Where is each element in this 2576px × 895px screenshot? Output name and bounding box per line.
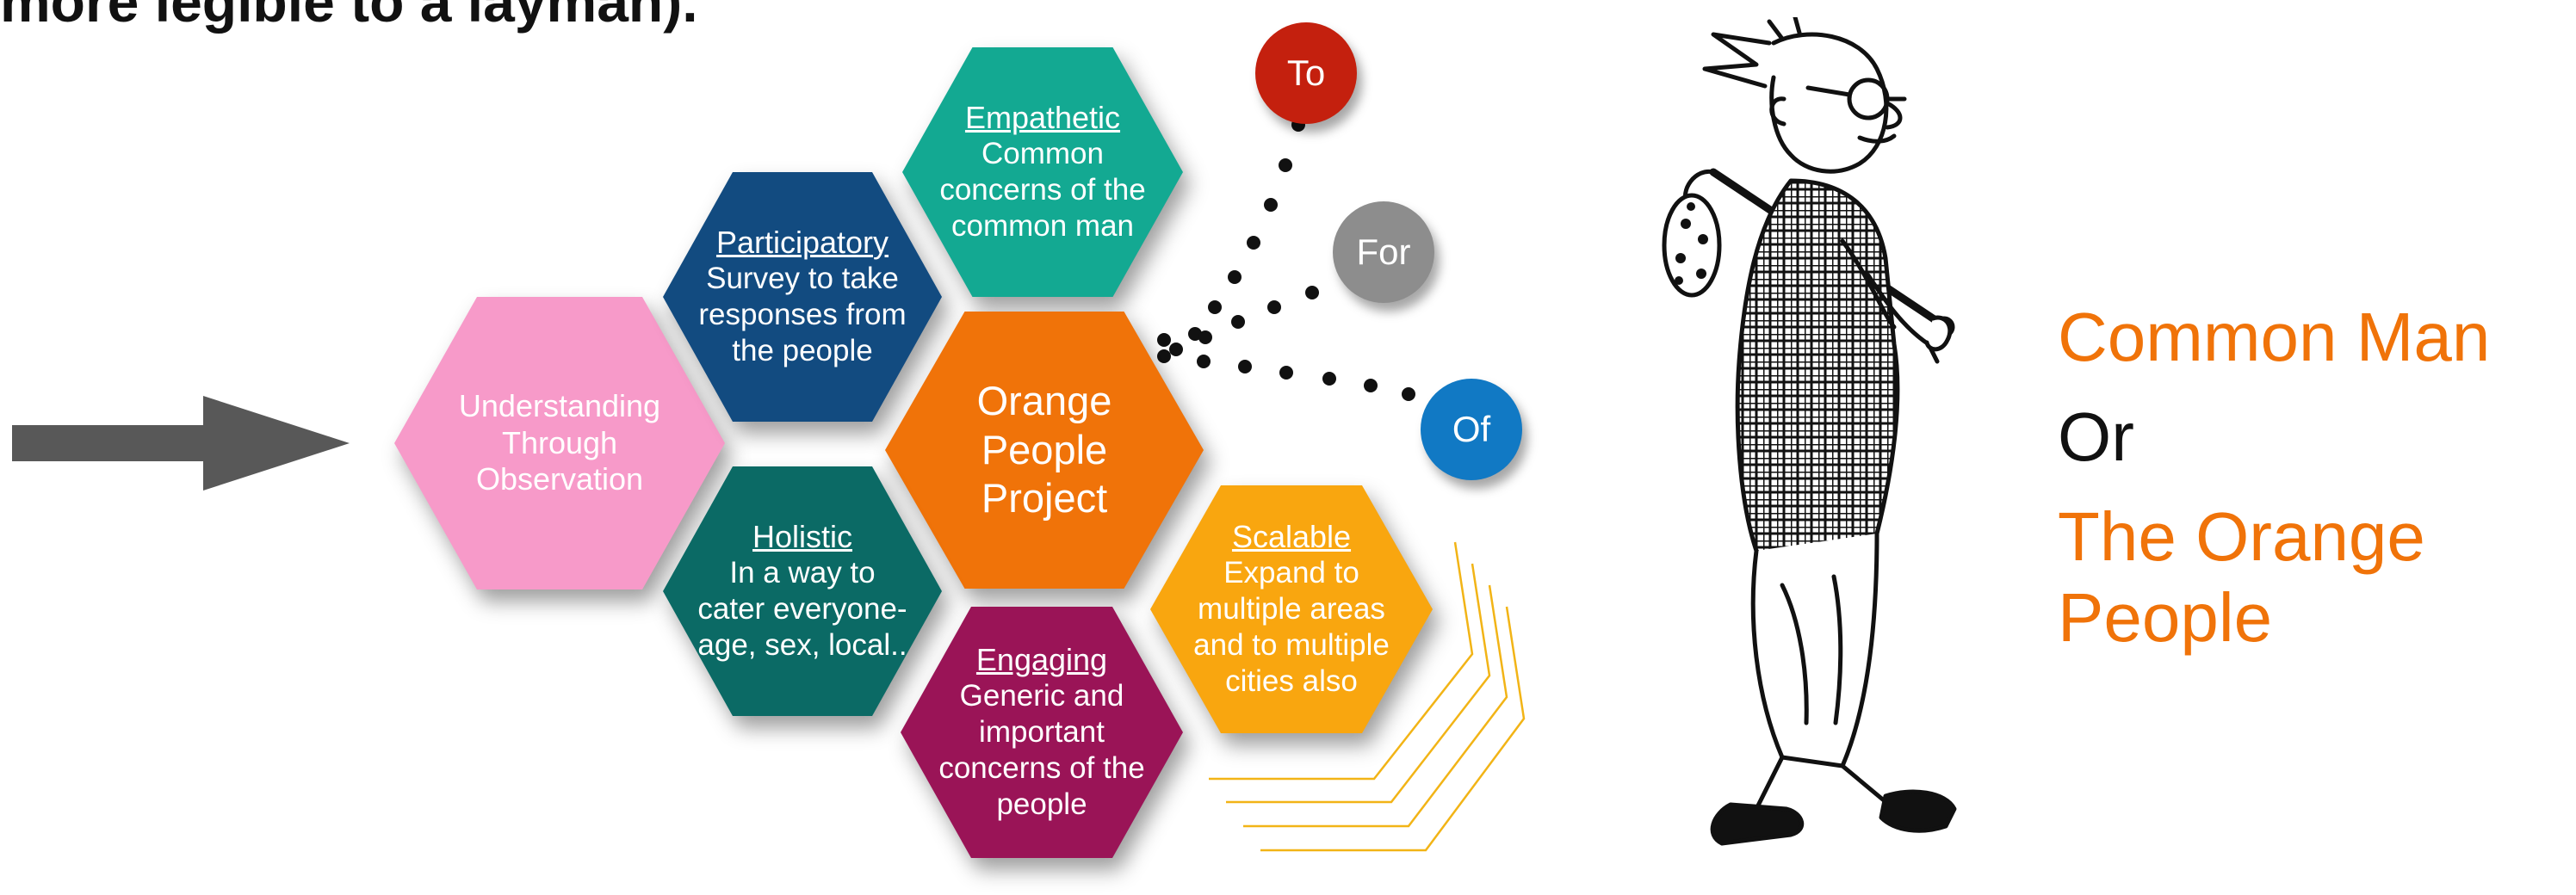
common-man-text: Common Man	[2058, 299, 2491, 375]
to-circle: To	[1255, 22, 1357, 124]
common-man-illustration	[1662, 17, 1957, 846]
right-arrow-icon	[12, 396, 350, 491]
dotted-connectors	[1157, 118, 1415, 401]
of-circle: Of	[1421, 379, 1522, 480]
decorative-lines	[1209, 541, 1526, 852]
holistic-text: In a way to cater everyone- age, sex, lo…	[697, 556, 907, 663]
participatory-hexagon: Participatory Survey to take responses f…	[663, 172, 942, 422]
holistic-title: Holistic	[752, 518, 852, 554]
scalable-text: Expand to multiple areas and to multiple…	[1193, 556, 1390, 699]
header-text: more legible to a layman).	[0, 0, 698, 34]
center-text: Orange People Project	[976, 378, 1112, 522]
engaging-hexagon: Engaging Generic and important concerns …	[901, 607, 1183, 858]
orange-text-line1: The Orange	[2058, 498, 2425, 575]
engaging-title: Engaging	[975, 641, 1108, 677]
understanding-text: Understanding Through Observation	[458, 388, 661, 497]
understanding-hexagon: Understanding Through Observation	[394, 297, 725, 589]
for-circle: For	[1333, 201, 1434, 303]
holistic-hexagon: Holistic In a way to cater everyone- age…	[663, 466, 942, 716]
empathetic-text: Common concerns of the common man	[939, 137, 1146, 244]
engaging-text: Generic and important concerns of the pe…	[938, 679, 1145, 822]
empathetic-hexagon: Empathetic Common concerns of the common…	[902, 47, 1183, 297]
empathetic-title: Empathetic	[964, 99, 1121, 135]
or-text: Or	[2058, 398, 2134, 475]
participatory-title: Participatory	[715, 224, 889, 260]
orange-text-line2: People	[2058, 579, 2273, 656]
center-hexagon: Orange People Project	[885, 312, 1204, 589]
scalable-title: Scalable	[1231, 518, 1352, 554]
participatory-text: Survey to take responses from the people	[698, 262, 907, 368]
scalable-hexagon: Scalable Expand to multiple areas and to…	[1150, 485, 1433, 733]
